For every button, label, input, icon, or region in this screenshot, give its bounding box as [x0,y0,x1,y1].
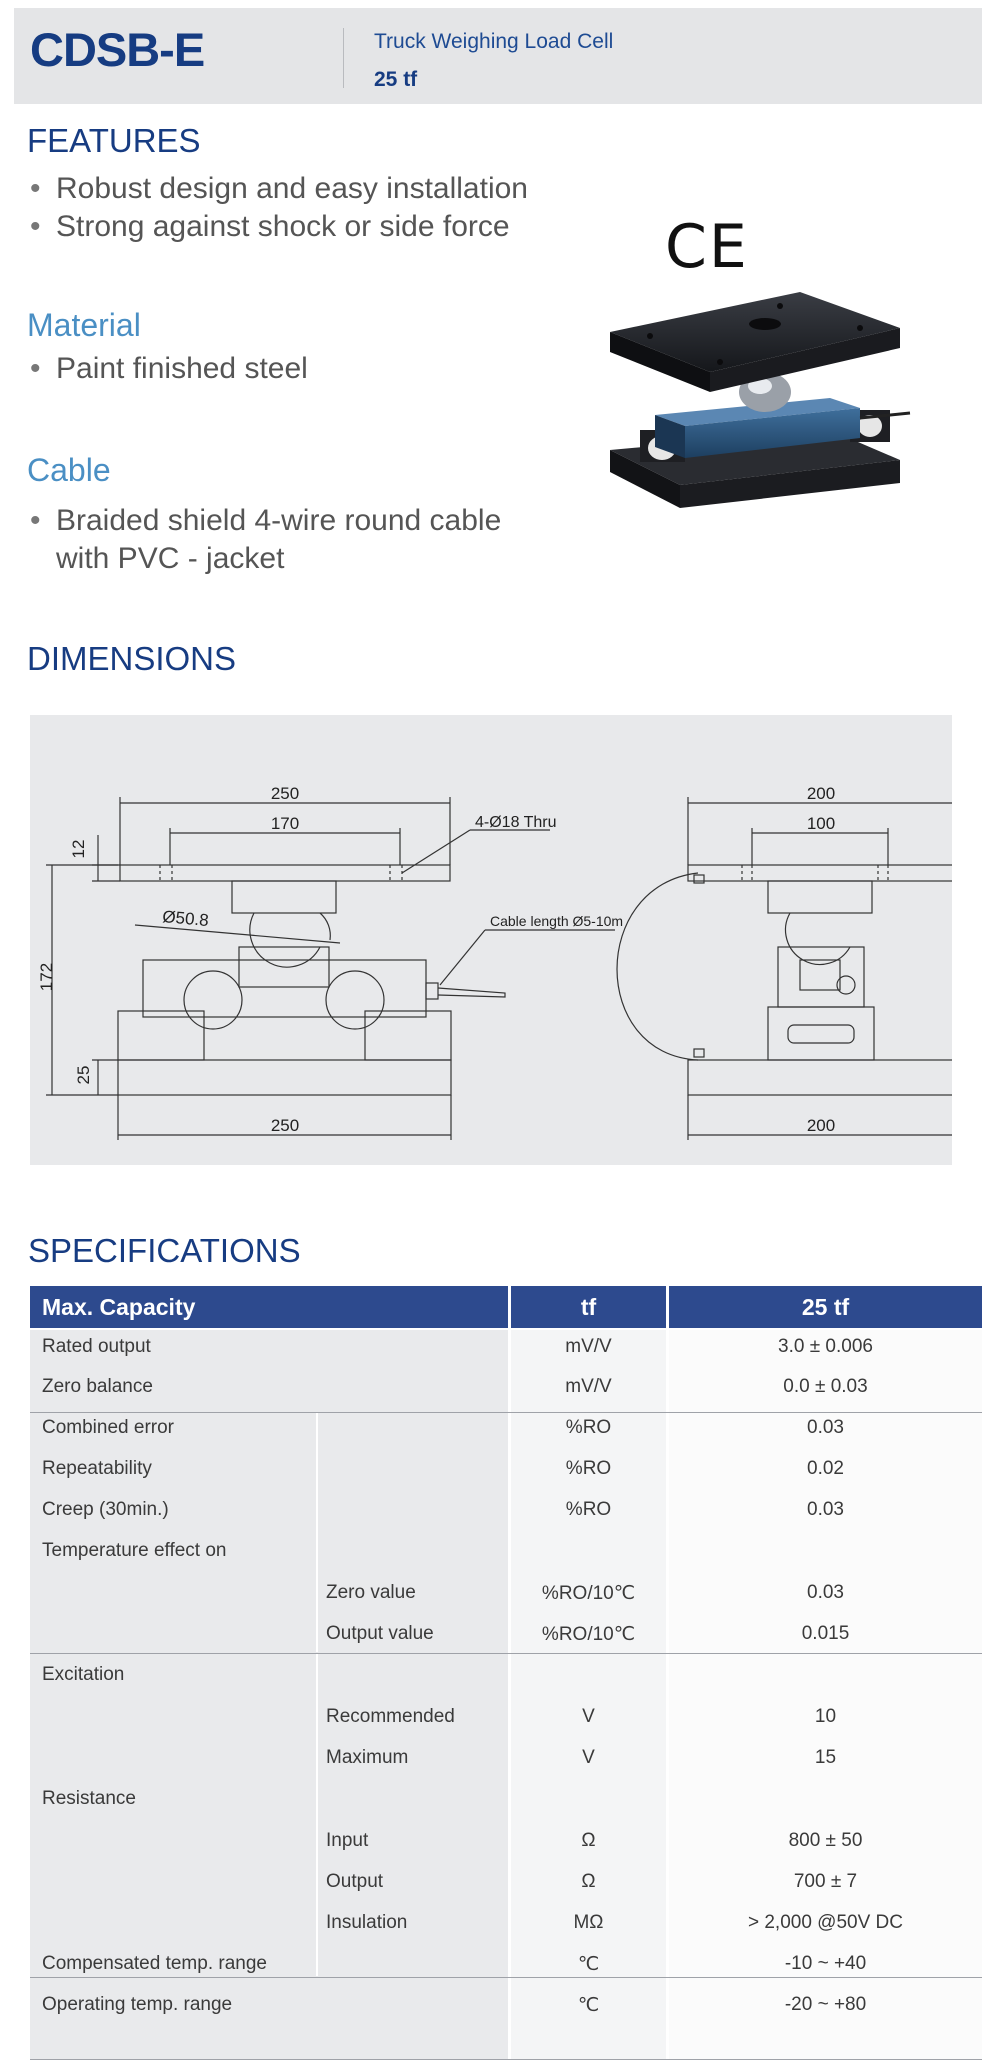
material-list: •Paint finished steel [30,350,308,388]
dim-label: 12 [69,840,88,859]
group-separator [30,1412,982,1413]
capacity-label: 25 tf [374,68,418,91]
col-divider [666,1330,669,2060]
dim-label: Cable length Ø5-10m [490,913,623,929]
header-unit: tf [580,1294,597,1320]
list-item: with PVC - jacket [56,542,285,575]
group-separator [30,1977,982,1978]
header-bar [14,8,982,104]
group-separator [30,1653,982,1654]
product-subtitle: Truck Weighing Load Cell [374,30,614,53]
dim-label: 172 [37,963,56,991]
header-value: 25 tf [801,1294,850,1320]
header-name: Max. Capacity [42,1294,196,1320]
table-header-row [30,1286,982,1328]
dimensions-drawing: 250 170 12 4-Ø18 Thru Ø50.8 Cable length… [30,715,952,1165]
list-item: •Braided shield 4-wire round cable [30,504,502,537]
dim-label: Ø50.8 [162,907,210,930]
header-divider [666,1286,669,1328]
dim-label: 170 [271,814,299,833]
model-title: CDSB-E [30,23,205,76]
specifications-heading: SPECIFICATIONS [28,1232,301,1269]
value-column-bg [669,1330,982,2060]
dim-label: 200 [807,784,835,803]
col-divider [508,1330,511,2060]
material-heading: Material [27,307,141,343]
sub-divider [316,1654,318,1976]
cable-heading: Cable [27,452,111,488]
name-column-bg [30,1330,508,2060]
dim-label: 100 [807,814,835,833]
dim-label: 4-Ø18 Thru [475,814,557,831]
load-cell-product-image [610,292,911,508]
technical-drawing: 250 170 12 4-Ø18 Thru Ø50.8 Cable length… [37,784,952,1140]
features-list: •Robust design and easy installation •St… [30,170,528,246]
list-item: •Strong against shock or side force [30,210,510,243]
dim-label: 250 [271,784,299,803]
dim-label: 25 [74,1066,93,1085]
list-item: •Paint finished steel [30,352,308,385]
dim-label: 250 [271,1116,299,1135]
header-divider [343,28,344,88]
header-divider [508,1286,511,1328]
features-heading: FEATURES [27,122,201,159]
dimensions-heading: DIMENSIONS [27,640,237,677]
unit-column-bg [511,1330,666,2060]
sub-divider [316,1413,318,1652]
cable-list: •Braided shield 4-wire round cable with … [30,502,501,578]
ce-mark-icon: CE [665,212,749,282]
dim-label: 200 [807,1116,835,1135]
list-item: •Robust design and easy installation [30,172,528,205]
